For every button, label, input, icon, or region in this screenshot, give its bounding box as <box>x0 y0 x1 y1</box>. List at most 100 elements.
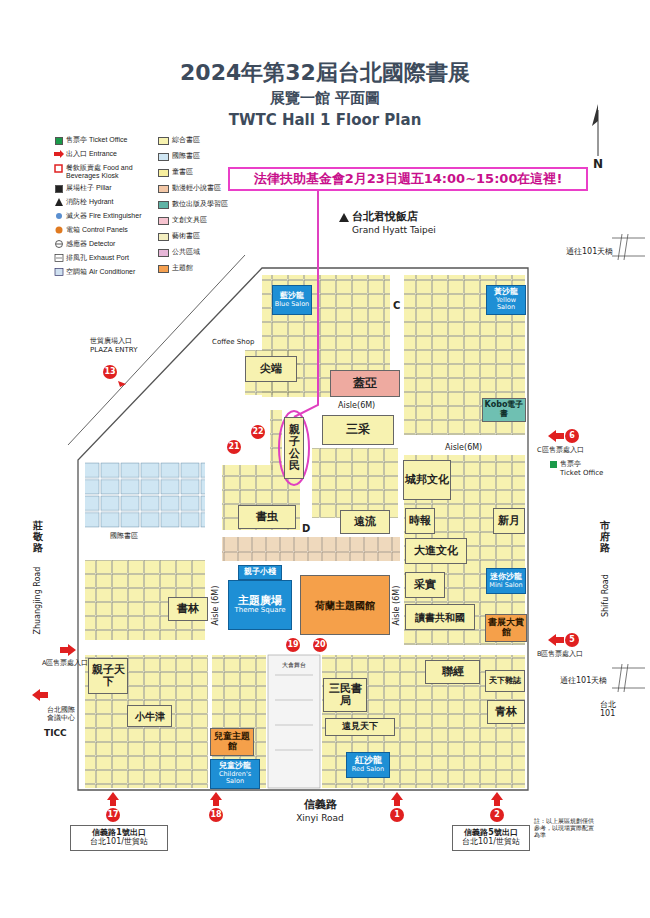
legend-text: 國際書區 <box>172 152 200 160</box>
booth-box: 三采 <box>322 415 394 445</box>
map-label: 通往101天橋 <box>566 247 613 256</box>
booth-name: 迷你沙龍 <box>490 573 522 582</box>
booth-name: 蓋亞 <box>353 377 377 390</box>
booth-subtitle: Children's Salon <box>212 771 258 785</box>
entrance-number: 17 <box>103 809 123 821</box>
legend-swatch <box>55 185 63 193</box>
map-label: Ticket Office <box>560 469 603 477</box>
map-label: N <box>593 158 603 172</box>
booth-box: 親子小棧 <box>238 565 282 580</box>
legend-swatch <box>158 185 169 193</box>
legend-text: 感應器 Detector <box>66 240 154 248</box>
map-label: A區售票處入口 <box>42 660 88 667</box>
legend-text: 公共區域 <box>172 248 200 256</box>
booth-name: 遠流 <box>354 516 376 528</box>
booth-subtitle: 台北101/世貿站 <box>90 838 148 847</box>
map-label: D <box>302 523 310 535</box>
map-label: 國際書區 <box>110 532 138 540</box>
map-label: C <box>393 300 400 312</box>
booth-box: 荷蘭主題國館 <box>300 575 390 635</box>
legend-text: 主題館 <box>172 264 193 272</box>
map-label: Grand Hyatt Taipei <box>352 225 436 235</box>
legend-text: 動漫輕小說書區 <box>172 184 221 192</box>
booth-box: 遠流 <box>340 510 390 534</box>
booth-box: 蓋亞 <box>330 370 400 397</box>
entrance-number: 6 <box>562 430 582 442</box>
booth-name: 采實 <box>414 579 436 591</box>
map-label: Shifu Road <box>600 574 609 617</box>
booth-name: 城邦文化 <box>405 474 449 486</box>
booth-name: 書展大賞館 <box>487 618 525 638</box>
booth-name: 紅沙龍 <box>355 756 382 766</box>
map-label: Zhuangjing Road <box>33 566 42 634</box>
booth-box: 紅沙龍Red Salon <box>346 752 390 778</box>
legend-text: 電箱 Control Panels <box>66 226 154 234</box>
map-label: 市府路 <box>600 520 610 553</box>
booth-box: 大進文化 <box>405 538 467 564</box>
booth-box: 讀書共和國 <box>405 604 475 630</box>
booth-name: 時報 <box>409 515 431 527</box>
booth-name: 主題廣場 <box>238 595 282 607</box>
booth-name: 信義路1號出口 <box>92 829 146 838</box>
map-label: TWTC Hall 1 Floor Plan <box>125 112 525 129</box>
booth-box: 書林 <box>168 597 208 621</box>
booth-box: 三民書局 <box>323 678 367 712</box>
booth-name: 聯經 <box>442 666 464 678</box>
booth-name: 小牛津 <box>135 711 165 722</box>
booth-name: 親子天下 <box>90 664 126 688</box>
legend-text: 售票亭 Ticket Office <box>66 136 154 144</box>
map-label: 展覽一館 平面圖 <box>125 90 525 107</box>
legend-swatch <box>158 233 169 241</box>
map-label: 台北國際會議中心 <box>47 706 77 722</box>
entrance-number: 18 <box>206 809 226 821</box>
booth-box: 尖端 <box>245 356 297 382</box>
booth-name: 藍沙龍 <box>280 292 304 301</box>
booth-box: 主題廣場Theme Square <box>228 580 292 630</box>
map-label: Aisle(6M) <box>445 443 482 452</box>
map-label: TICC <box>44 728 67 738</box>
entrance-number: 20 <box>310 639 330 651</box>
booth-box: 黃沙龍Yellow Salon <box>486 285 526 315</box>
booth-box: 青林 <box>487 700 525 724</box>
legend-text: 綜合書區 <box>172 136 200 144</box>
map-label: 世貿廣場入口 <box>90 337 132 345</box>
map-label: Coffee Shop <box>212 338 254 346</box>
legend-text: 展場柱子 Pillar <box>66 184 154 192</box>
legend-swatch <box>158 265 169 273</box>
booth-name: 尖端 <box>260 363 282 375</box>
booth-name: 新月 <box>498 515 520 527</box>
entrance-number: 19 <box>283 639 303 651</box>
booth-box: 兒童沙龍Children's Salon <box>210 759 260 789</box>
booth-name: 親子小棧 <box>244 568 276 577</box>
booth-subtitle: Theme Square <box>234 607 285 615</box>
booth-box: 新月 <box>493 508 525 534</box>
legend-swatch <box>55 137 63 145</box>
map-label: 台北101 <box>600 700 626 718</box>
exit-box: 信義路5號出口台北101/世貿站 <box>452 825 530 851</box>
map-label: C區售票處入口 <box>537 447 584 454</box>
booth-subtitle: Red Salon <box>352 766 384 773</box>
booth-name: 黃沙龍 <box>494 288 518 297</box>
booth-name: 三民書局 <box>325 683 365 707</box>
map-label: B區售票處入口 <box>537 651 583 658</box>
booth-box: 城邦文化 <box>403 460 451 500</box>
entrance-number: 1 <box>387 809 407 821</box>
legend-text: 餐飲販賣處 Food and Beverages Kiosk <box>66 164 154 180</box>
legend-text: 滅火器 Fire Extinguisher <box>66 212 154 220</box>
booth-name: 親子公民 <box>289 424 300 472</box>
legend-swatch <box>158 217 169 225</box>
map-label: Aisle (6M) <box>211 585 220 625</box>
booth-name: 法律扶助基金會2月23日週五14:00~15:00在這裡! <box>254 172 563 186</box>
booth-box: 書展大賞館 <box>485 614 527 642</box>
legend-swatch <box>158 201 169 209</box>
booth-subtitle: 台北101/世貿站 <box>462 838 520 847</box>
booth-name: 書林 <box>177 603 199 615</box>
map-label: 信義路 <box>120 799 520 812</box>
booth-box: 時報 <box>405 508 435 534</box>
legend-text: 數位出版及學習區 <box>172 200 228 208</box>
map-title: 2024年第32屆台北國際書展 <box>0 60 650 85</box>
legend-swatch <box>158 249 169 257</box>
booth-box: 遠見天下 <box>325 718 395 736</box>
legend-swatch <box>158 153 169 161</box>
booth-name: 天下雜誌 <box>489 677 521 686</box>
